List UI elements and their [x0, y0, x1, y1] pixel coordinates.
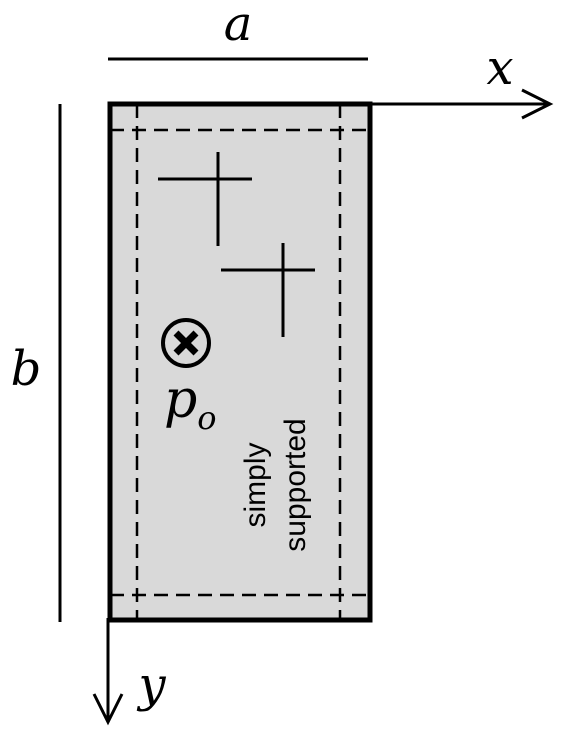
load-label: po — [164, 370, 217, 437]
y-axis-label: y — [136, 657, 166, 713]
cross-icon — [221, 243, 315, 337]
boundary-label: simply supported — [239, 418, 312, 551]
support-lines — [110, 104, 370, 620]
x-axis-label: x — [486, 40, 513, 96]
boundary-label-line1: simply — [239, 442, 272, 527]
boundary-label-line2: supported — [279, 418, 312, 551]
width-label: a — [224, 0, 253, 52]
cross-icon — [158, 152, 252, 246]
y-axis-arrowhead — [92, 693, 124, 726]
x-axis-arrowhead — [521, 88, 554, 120]
load-subscript: o — [197, 399, 216, 437]
load-symbol: p — [164, 370, 197, 430]
circled-x-icon — [161, 318, 211, 368]
plate — [107, 101, 373, 623]
height-label: b — [11, 341, 42, 397]
